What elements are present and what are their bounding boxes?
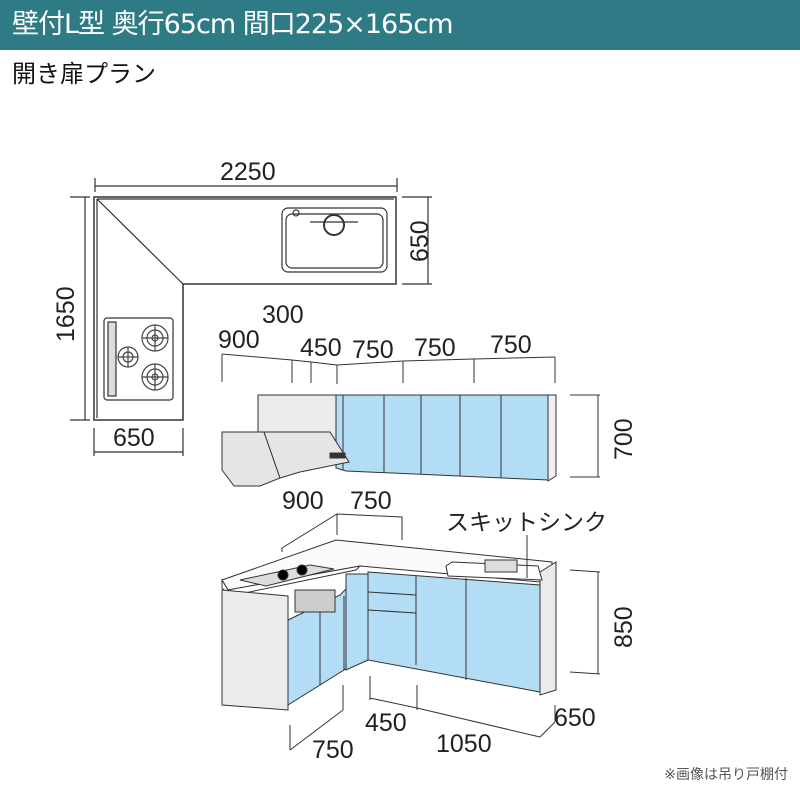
base-height-dim: 850 [610, 606, 638, 648]
plan-length-left-dim: 1650 [52, 286, 80, 342]
base-dim-900: 900 [282, 487, 324, 515]
wall-dim-300: 300 [262, 301, 304, 329]
wall-dim-750-c: 750 [490, 331, 532, 359]
sink-label: スキットシンク [446, 510, 607, 536]
title-banner: 壁付L型 奥行65cm 間口225×165cm [0, 0, 800, 50]
footnote: ※画像は吊り戸棚付 [664, 767, 788, 783]
plan-subtitle: 開き扉プラン [12, 60, 156, 88]
wall-dim-750-a: 750 [352, 336, 394, 364]
plan-width-dim: 2250 [220, 158, 276, 186]
wall-cabinet-dims: 900 300 450 750 750 750 700 [218, 301, 638, 478]
base-dim-450: 450 [365, 709, 407, 737]
base-dim-750-top: 750 [350, 487, 392, 515]
plan-depth-right-dim: 650 [406, 220, 434, 262]
wall-height-dim: 700 [610, 418, 638, 460]
wall-dim-450: 450 [300, 334, 342, 362]
page-title: 壁付L型 奥行65cm 間口225×165cm [12, 9, 454, 40]
base-cabinet-view [221, 513, 557, 711]
wall-dim-750-b: 750 [414, 334, 456, 362]
plan-depth-bottom-dim: 650 [113, 424, 155, 452]
wall-cabinet-view [221, 353, 557, 487]
plan-view [70, 178, 432, 456]
base-dim-650: 650 [554, 704, 596, 732]
base-dim-1050: 1050 [436, 730, 492, 758]
base-dim-750: 750 [312, 736, 354, 764]
wall-dim-900: 900 [218, 326, 260, 354]
base-cabinet-dims: 900 750 スキットシンク 850 450 1050 650 750 [282, 487, 638, 764]
